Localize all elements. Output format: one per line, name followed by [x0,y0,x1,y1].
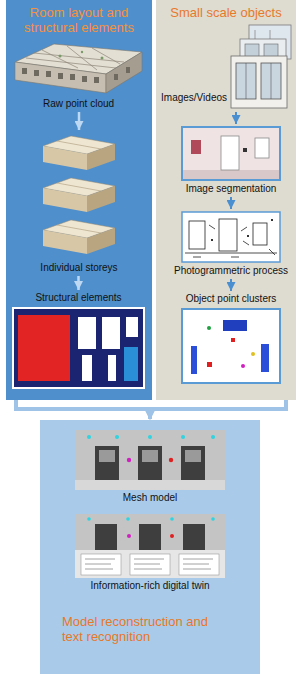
storeys-image [41,132,117,260]
image-caption: Images/Videos [161,92,227,104]
flow-arrow [230,279,232,291]
digital-twin-image [75,514,225,578]
point-clusters-image [181,308,281,384]
section-panel: Room layout and structural elements [6,0,152,400]
image-step: Object point clusters [170,293,292,384]
image-caption: Mesh model [123,492,177,504]
image-step: Image segmentation [170,126,292,195]
panel-title: Small scale objects [160,5,292,20]
point-cloud-image [12,38,145,96]
panel-title: Model reconstruction and text recognitio… [62,614,212,644]
image-step: Mesh model [75,430,225,504]
flow-arrow [78,112,81,130]
image-step: Images/Videos [230,24,292,110]
flow-arrow [16,400,150,419]
image-caption: Image segmentation [186,183,277,195]
section-panel: Model reconstruction and text recognitio… [40,420,260,674]
flow-arrow [150,400,286,419]
image-step: Individual storeys [24,132,134,274]
image-caption: Information-rich digital twin [91,580,210,592]
structural-elements-image [12,307,145,389]
flow-arrow [230,197,232,209]
flow-arrow [235,112,237,124]
image-step: Raw point cloud [12,38,145,110]
image-caption: Structural elements [35,292,121,304]
segmentation-image [181,126,281,181]
section-panel: Small scale objectsImages/Videos Image s… [156,0,296,400]
panel-title: Room layout and structural elements [10,5,148,35]
image-caption: Object point clusters [186,293,277,305]
image-step: Information-rich digital twin [75,514,225,592]
flow-arrow [77,276,80,290]
image-step: Structural elements [12,292,145,389]
photogrammetry-image [181,211,281,263]
photo-stack-image [230,24,292,110]
mesh-model-image [75,430,225,490]
image-caption: Individual storeys [40,262,117,274]
image-caption: Raw point cloud [43,98,114,110]
image-caption: Photogrammetric process [174,265,288,277]
image-step: Photogrammetric process [170,211,292,277]
